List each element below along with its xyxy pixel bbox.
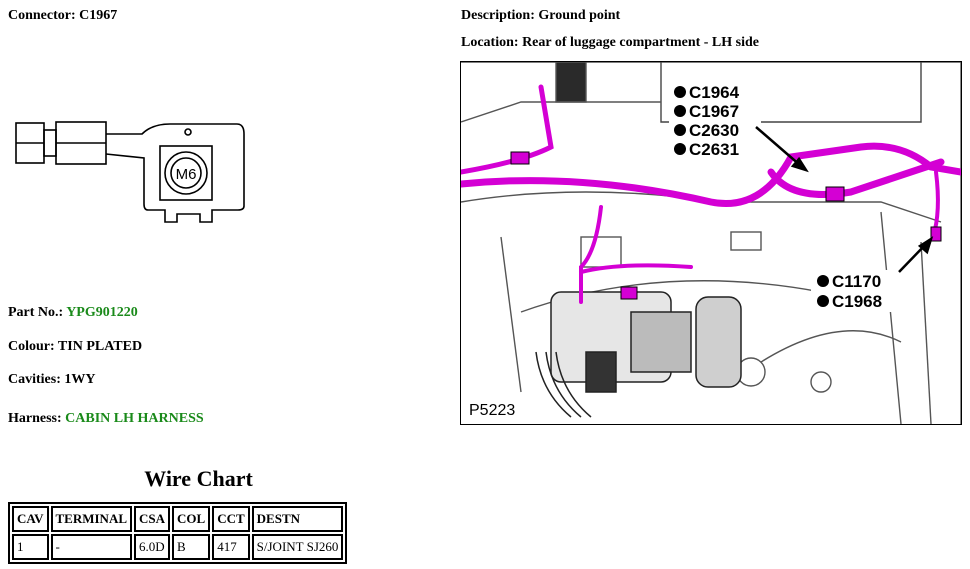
connector-label: Connector:	[8, 8, 76, 23]
wire-chart-table: CAV TERMINAL CSA COL CCT DESTN 1 - 6.0D …	[8, 502, 348, 564]
cell-terminal: -	[50, 534, 133, 560]
wire-chart-title: Wire Chart	[144, 466, 253, 491]
part-no-link[interactable]: YPG901220	[66, 305, 138, 320]
callout-c2631: C2631	[689, 140, 739, 159]
cell-cav: 1	[12, 534, 49, 560]
description-line: Description: Ground point	[461, 8, 620, 24]
cavities-line: Cavities: 1WY	[8, 372, 96, 388]
connector-value: C1967	[79, 8, 118, 23]
part-no-label: Part No.:	[8, 305, 64, 320]
callout-c1967: C1967	[689, 102, 739, 121]
connector-line: Connector: C1967	[8, 8, 117, 24]
callout-c2630: C2630	[689, 121, 739, 140]
stud-housing	[159, 145, 213, 201]
figure-reference: P5223	[469, 402, 515, 419]
header-terminal: TERMINAL	[50, 506, 133, 532]
cavities-value: 1WY	[64, 372, 96, 387]
colour-value: TIN PLATED	[57, 339, 143, 354]
header-col: COL	[172, 506, 211, 532]
cell-cct: 417	[212, 534, 250, 560]
colour-label: Colour:	[8, 339, 55, 354]
callout-c1170: C1170	[832, 272, 881, 291]
header-csa: CSA	[134, 506, 171, 532]
callout-arrows	[755, 126, 934, 273]
location-label: Location:	[461, 35, 519, 50]
location-illustration: C1964 C1967 C2630 C2631 C1170 C1968 P522…	[460, 61, 962, 425]
part-no-line: Part No.: YPG901220	[8, 305, 138, 321]
table-header-row: CAV TERMINAL CSA COL CCT DESTN	[12, 506, 344, 532]
cell-col: B	[172, 534, 211, 560]
table-row: 1 - 6.0D B 417 S/JOINT SJ260	[12, 534, 344, 560]
harness-label: Harness:	[8, 411, 62, 426]
location-illustration-svg: C1964 C1967 C2630 C2631 C1170 C1968 P522…	[461, 62, 961, 424]
description-value: Ground point	[538, 8, 621, 23]
ring-terminal-outline	[105, 123, 245, 223]
header-destn: DESTN	[251, 506, 344, 532]
description-label: Description:	[461, 8, 535, 23]
header-cct: CCT	[212, 506, 250, 532]
colour-line: Colour: TIN PLATED	[8, 339, 142, 355]
callout-c1964: C1964	[689, 83, 740, 102]
callout-c1968: C1968	[832, 292, 882, 311]
connector-diagram: M6	[15, 121, 245, 223]
harness-link[interactable]: CABIN LH HARNESS	[65, 411, 204, 426]
harness-line: Harness: CABIN LH HARNESS	[8, 411, 204, 427]
cell-destn: S/JOINT SJ260	[251, 534, 344, 560]
location-value: Rear of luggage compartment - LH side	[522, 35, 759, 50]
cavities-label: Cavities:	[8, 372, 61, 387]
cell-csa: 6.0D	[134, 534, 171, 560]
location-line: Location: Rear of luggage compartment - …	[461, 35, 759, 51]
header-cav: CAV	[12, 506, 49, 532]
stud-label: M6	[176, 166, 197, 183]
